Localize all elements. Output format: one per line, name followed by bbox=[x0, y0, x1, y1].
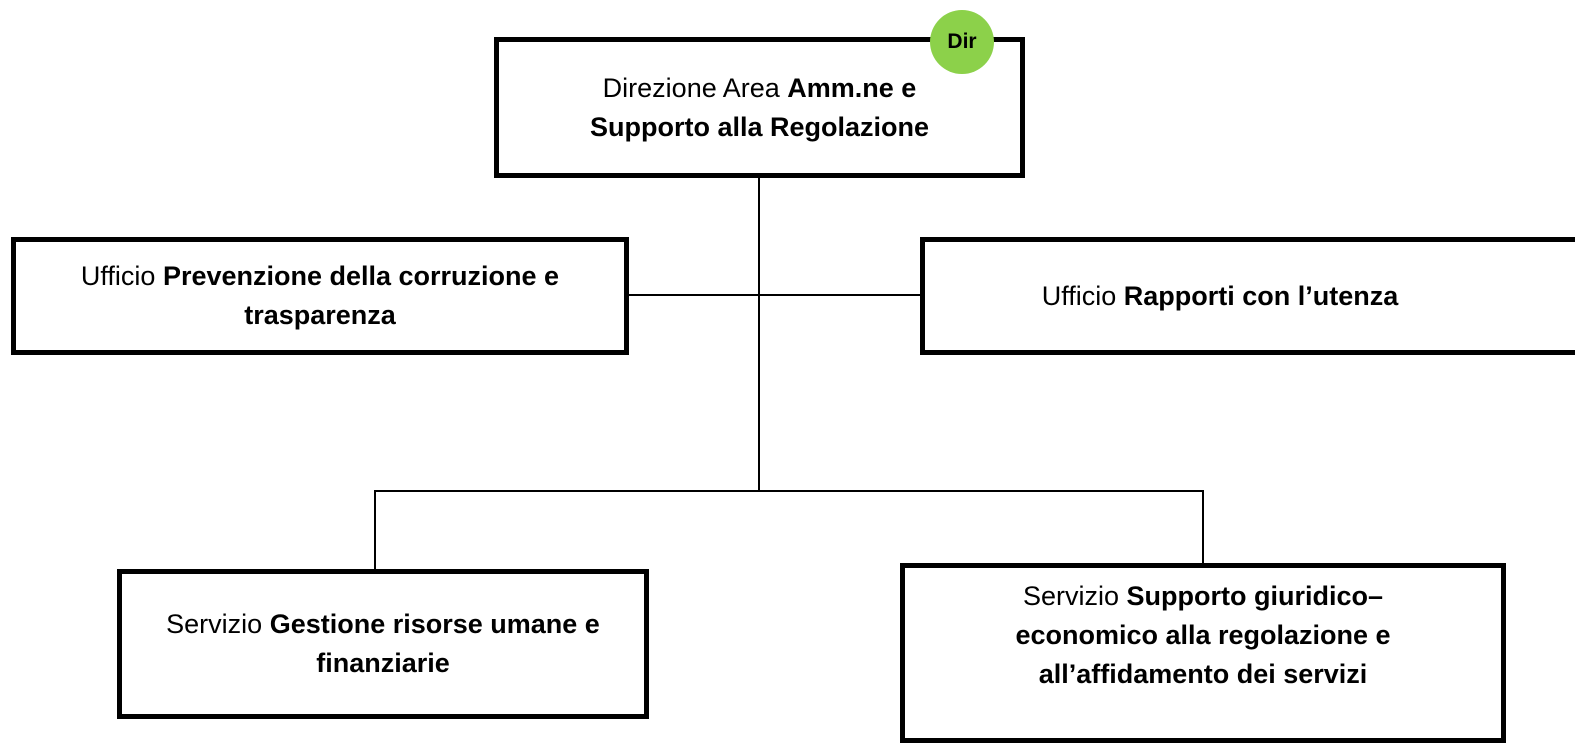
dir-badge-label: Dir bbox=[947, 30, 977, 53]
connector-giuridico-vertical bbox=[1202, 490, 1204, 564]
ufficio-rapporti-box: Ufficio Rapporti con l’utenza bbox=[920, 237, 1575, 355]
ufficio-rapporti-prefix: Ufficio bbox=[1041, 280, 1124, 311]
ufficio-rapporti-label: Ufficio Rapporti con l’utenza bbox=[1042, 277, 1399, 316]
ufficio-prevenzione-prefix: Ufficio bbox=[80, 261, 163, 291]
connector-risorse-vertical bbox=[374, 490, 376, 570]
servizio-giuridico-name: Supporto giuridico– economico alla regol… bbox=[1015, 580, 1391, 689]
ufficio-prevenzione-label: Ufficio Prevenzione della corruzione e t… bbox=[25, 257, 615, 335]
ufficio-prevenzione-name: Prevenzione della corruzione e trasparen… bbox=[162, 261, 560, 330]
connector-uffici-horizontal bbox=[629, 294, 920, 296]
servizio-risorse-name: Gestione risorse umane e finanziarie bbox=[269, 609, 600, 678]
servizio-risorse-label: Servizio Gestione risorse umane e finanz… bbox=[133, 605, 633, 683]
connector-main-vertical bbox=[758, 178, 760, 492]
direzione-prefix: Direzione Area bbox=[602, 72, 788, 103]
servizio-giuridico-box: Servizio Supporto giuridico– economico a… bbox=[900, 563, 1506, 743]
ufficio-prevenzione-box: Ufficio Prevenzione della corruzione e t… bbox=[11, 237, 629, 355]
servizio-giuridico-label: Servizio Supporto giuridico– economico a… bbox=[968, 577, 1438, 694]
servizio-risorse-box: Servizio Gestione risorse umane e finanz… bbox=[117, 569, 649, 719]
dir-badge: Dir bbox=[930, 10, 994, 74]
direzione-name: Amm.ne e Supporto alla Regolazione bbox=[589, 72, 930, 142]
direzione-label: Direzione Area Amm.ne e Supporto alla Re… bbox=[550, 69, 970, 147]
ufficio-rapporti-name: Rapporti con l’utenza bbox=[1123, 280, 1399, 311]
connector-servizi-horizontal bbox=[374, 490, 1204, 492]
servizio-risorse-prefix: Servizio bbox=[166, 609, 270, 639]
servizio-giuridico-prefix: Servizio bbox=[1022, 580, 1127, 611]
